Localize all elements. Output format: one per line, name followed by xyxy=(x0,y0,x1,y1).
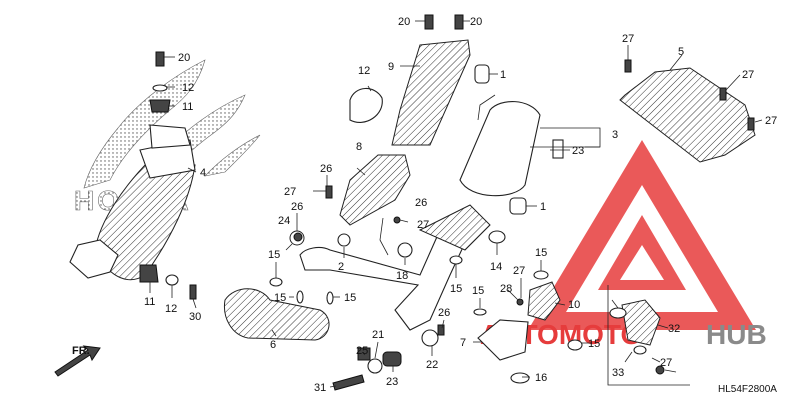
part-2-exhaust-pipe xyxy=(299,204,491,331)
callout-13: 12 xyxy=(358,65,370,77)
callout-28: 30 xyxy=(189,311,201,323)
callout-1: 1 xyxy=(540,201,546,213)
part-4-muffler-guard xyxy=(69,124,196,281)
part-3-muffler xyxy=(459,94,541,197)
callout-20: 20 xyxy=(398,16,410,28)
callout-15: 15 xyxy=(535,247,547,259)
callout-15: 15 xyxy=(344,292,356,304)
callout-27: 28 xyxy=(500,283,512,295)
fasteners xyxy=(54,14,755,391)
callout-26: 27 xyxy=(513,265,525,277)
callout-6: 6 xyxy=(270,339,276,351)
callout-14: 14 xyxy=(490,261,502,273)
callout-15: 16 xyxy=(535,372,547,384)
callout-27: 27 xyxy=(417,219,429,231)
callout-18: 22 xyxy=(426,359,438,371)
callout-10: 10 xyxy=(568,299,580,311)
callout-26: 27 xyxy=(660,357,672,369)
callout-20: 20 xyxy=(470,16,482,28)
front-direction-label: FR. xyxy=(72,345,90,357)
callouts: 20 12 11 4 20 20 9 12 1 1 3 23 5 27 27 2… xyxy=(144,16,777,394)
front-arrow-icon xyxy=(54,345,101,377)
callout-4: 4 xyxy=(200,167,206,179)
leader-lines xyxy=(149,20,763,388)
callout-27: 27 xyxy=(742,69,754,81)
callout-30: 32 xyxy=(668,323,680,335)
callout-21: 23 xyxy=(572,145,584,157)
callout-15: 15 xyxy=(472,285,484,297)
callout-15: 15 xyxy=(268,249,280,261)
part-8-cover xyxy=(339,154,411,226)
callout-9: 9 xyxy=(388,61,394,73)
callout-28: 20 xyxy=(178,52,190,64)
callout-26: 26 xyxy=(415,197,427,209)
part-9-heat-guard xyxy=(391,39,471,146)
callout-2: 2 xyxy=(338,261,344,273)
callout-25: 26 xyxy=(291,201,303,213)
part-7-shield xyxy=(477,319,529,361)
callout-15: 15 xyxy=(274,292,286,304)
watermark-text-right: HUB xyxy=(706,319,767,350)
callout-27: 27 xyxy=(284,186,296,198)
callout-11: 11 xyxy=(144,296,155,308)
callout-29: 31 xyxy=(314,382,326,394)
callout-22: 24 xyxy=(278,215,290,227)
callout-16: 18 xyxy=(396,270,408,282)
callout-27: 27 xyxy=(622,33,634,45)
callout-1: 1 xyxy=(500,69,506,81)
callout-23: 25 xyxy=(356,345,368,357)
part-13-band xyxy=(349,87,383,123)
callout-7: 7 xyxy=(460,337,466,349)
callout-15: 15 xyxy=(588,338,600,350)
callout-5: 5 xyxy=(678,46,684,58)
callout-11: 11 xyxy=(182,101,193,113)
diagram-code: HL54F2800A xyxy=(718,384,777,395)
part-6-protector xyxy=(223,288,330,341)
callout-27: 27 xyxy=(765,115,777,127)
part-30-shield xyxy=(621,299,661,346)
callout-31: 33 xyxy=(612,367,624,379)
callout-3: 3 xyxy=(612,129,618,141)
part-10-plate xyxy=(527,281,561,321)
callout-26: 26 xyxy=(320,163,332,175)
callout-17: 21 xyxy=(372,329,384,341)
callout-15: 15 xyxy=(450,283,462,295)
callout-19: 23 xyxy=(386,376,398,388)
callout-8: 8 xyxy=(356,141,362,153)
callout-24: 26 xyxy=(438,307,450,319)
callout-12: 12 xyxy=(182,82,194,94)
callout-12: 12 xyxy=(165,303,177,315)
